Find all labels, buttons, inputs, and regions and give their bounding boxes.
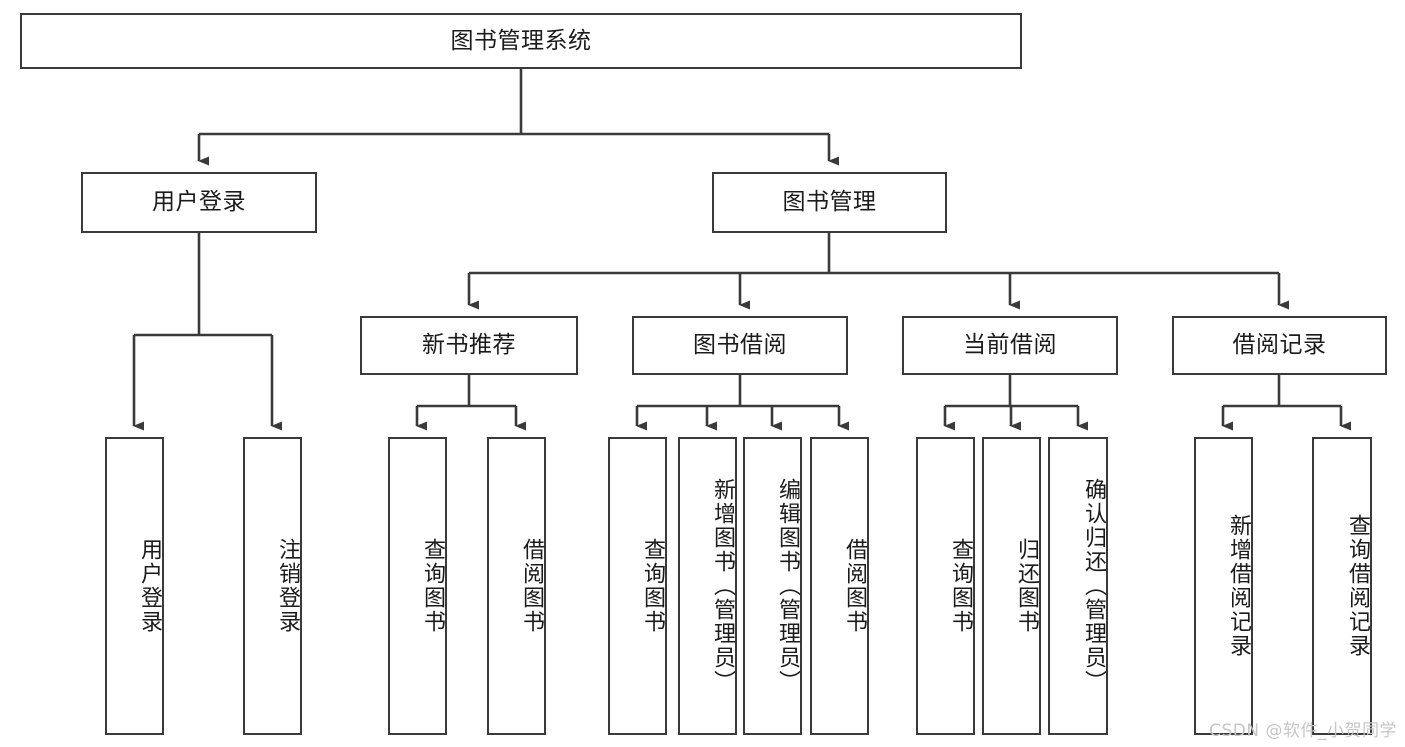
node-label: 编辑图书（管理员） — [775, 478, 800, 694]
node-label: 用户登录 — [137, 538, 162, 634]
node-label: 用户登录 — [152, 189, 246, 216]
node-label: 新增图书（管理员） — [710, 478, 735, 694]
node-book-borrow[interactable]: 图书借阅 — [632, 316, 848, 375]
node-leaf-return-book[interactable]: 归还图书 — [982, 437, 1041, 735]
node-leaf-query-book-3[interactable]: 查询图书 — [916, 437, 975, 735]
node-leaf-edit-book[interactable]: 编辑图书（管理员） — [743, 437, 802, 735]
node-label: 借阅图书 — [519, 538, 544, 634]
node-label: 图书管理系统 — [450, 27, 592, 54]
node-leaf-borrow-book-1[interactable]: 借阅图书 — [487, 437, 546, 735]
node-label: 查询图书 — [640, 538, 665, 634]
node-label: 图书借阅 — [693, 332, 787, 359]
node-leaf-query-book-2[interactable]: 查询图书 — [608, 437, 667, 735]
node-new-book-recommend[interactable]: 新书推荐 — [360, 316, 578, 375]
node-label: 确认归还（管理员） — [1081, 478, 1106, 694]
node-leaf-add-book[interactable]: 新增图书（管理员） — [678, 437, 737, 735]
node-current-borrow[interactable]: 当前借阅 — [902, 316, 1118, 375]
node-label: 当前借阅 — [963, 332, 1057, 359]
node-book-manage[interactable]: 图书管理 — [712, 172, 947, 233]
node-leaf-query-book-1[interactable]: 查询图书 — [388, 437, 447, 735]
node-leaf-query-record[interactable]: 查询借阅记录 — [1312, 437, 1372, 735]
node-leaf-borrow-book-2[interactable]: 借阅图书 — [810, 437, 869, 735]
node-label: 归还图书 — [1014, 538, 1039, 634]
node-label: 借阅图书 — [842, 538, 867, 634]
node-leaf-user-login[interactable]: 用户登录 — [105, 437, 164, 735]
node-label: 图书管理 — [782, 189, 877, 216]
node-label: 查询图书 — [420, 538, 445, 634]
node-label: 借阅记录 — [1232, 332, 1327, 359]
node-label: 查询图书 — [948, 538, 973, 634]
node-label: 新书推荐 — [422, 332, 516, 359]
node-label: 新增借阅记录 — [1226, 514, 1251, 658]
node-leaf-add-record[interactable]: 新增借阅记录 — [1194, 437, 1253, 735]
node-label: 注销登录 — [275, 538, 300, 634]
node-borrow-record[interactable]: 借阅记录 — [1172, 316, 1387, 375]
node-leaf-confirm-return[interactable]: 确认归还（管理员） — [1048, 437, 1108, 735]
node-label: 查询借阅记录 — [1345, 514, 1370, 658]
node-root[interactable]: 图书管理系统 — [20, 13, 1022, 69]
node-user-login[interactable]: 用户登录 — [81, 172, 317, 233]
node-leaf-logout[interactable]: 注销登录 — [243, 437, 302, 735]
